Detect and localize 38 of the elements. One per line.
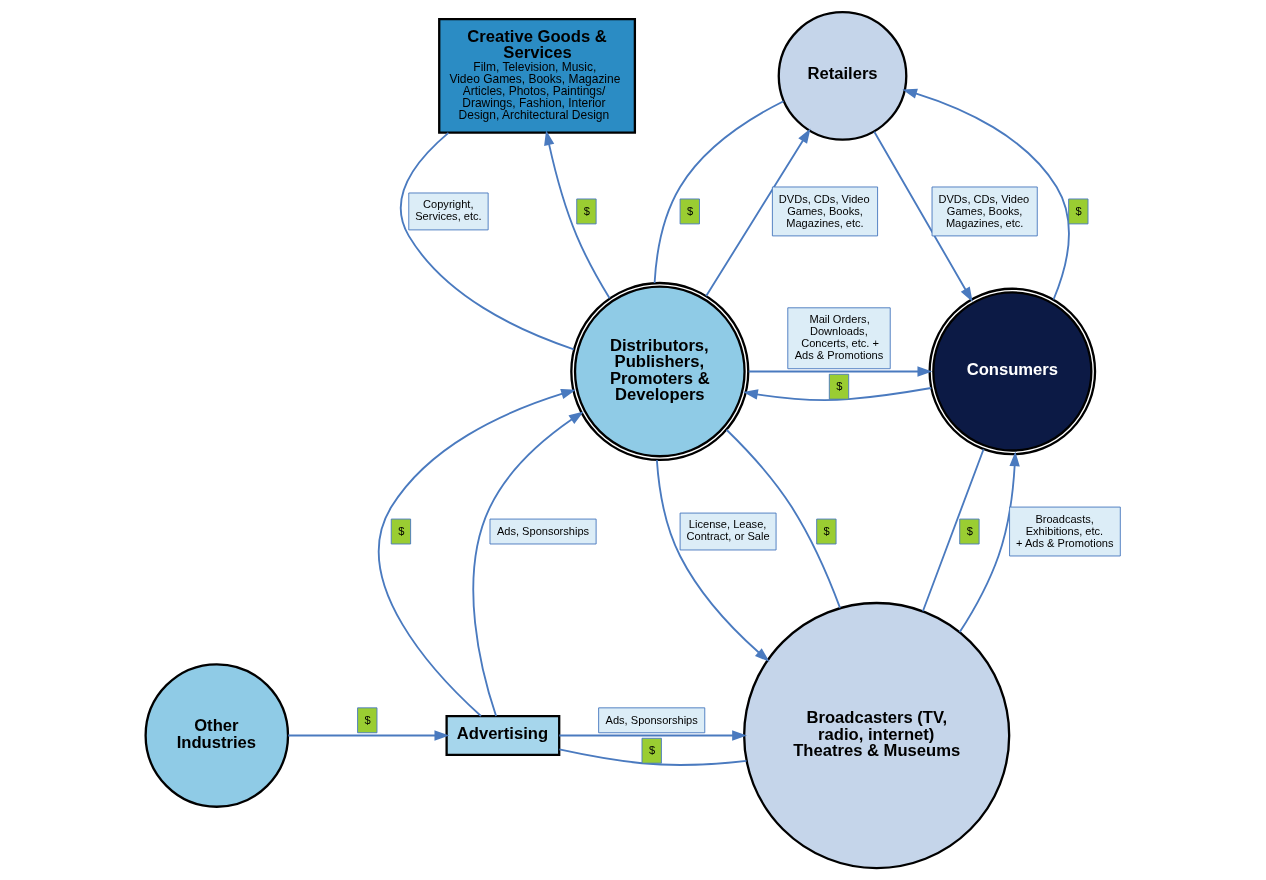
arrow [544, 130, 611, 300]
edge-label: License, Lease, Contract, or Sale [686, 518, 770, 543]
node-circle: Broadcasters (TV, radio, internet) Theatres & Museums [743, 601, 1011, 870]
edge-label: $ [823, 524, 830, 537]
edge-label: DVDs, CDs, Video Games, Books, Magazines, etc. [938, 192, 1030, 229]
node-circle: Other Industries [144, 663, 290, 808]
edge-label: $ [364, 713, 371, 726]
edge-label: $ [966, 524, 973, 537]
edge-label: Copyright, Services, etc. [415, 198, 482, 223]
arrow [287, 730, 450, 741]
arrow [747, 366, 933, 377]
node-box: Advertising [445, 715, 561, 757]
arrow [655, 459, 770, 662]
edge-label: Ads, Sponsorships [496, 524, 590, 537]
arrow [378, 388, 576, 717]
arrow [743, 387, 933, 402]
edge-label: $ [648, 744, 656, 757]
edge-label: $ [687, 204, 694, 217]
edge-label: $ [1075, 204, 1082, 217]
edge-label: $ [583, 204, 590, 217]
edge-label: $ [398, 524, 405, 537]
arrow [705, 128, 811, 297]
arrow [472, 411, 584, 717]
edge-label: Ads, Sponsorships [605, 713, 698, 726]
connector [399, 132, 575, 351]
node-circle: Retailers [777, 11, 908, 141]
node-box: Creative Goods & Services Film, Television, Music, Video Games, Books, Magazine Articles, Photos, Paintings/ Drawings, Fashion, Interior Design, Architectural Design [438, 18, 637, 134]
connector [921, 448, 985, 613]
edge-label: Broadcasts, Exhibitions, etc. + Ads & Promotions [1016, 512, 1114, 549]
connector [653, 100, 785, 284]
arrow [902, 88, 1070, 301]
connector [558, 748, 748, 766]
arrow [558, 730, 747, 741]
arrow [873, 130, 973, 302]
edge-label: DVDs, CDs, Video Games, Books, Magazines, etc. [778, 192, 870, 229]
edge-label: $ [836, 380, 843, 393]
connector [725, 428, 841, 609]
edge-label: Mail Orders, Downloads, Concerts, etc. + Ads & Promotions [794, 313, 884, 362]
